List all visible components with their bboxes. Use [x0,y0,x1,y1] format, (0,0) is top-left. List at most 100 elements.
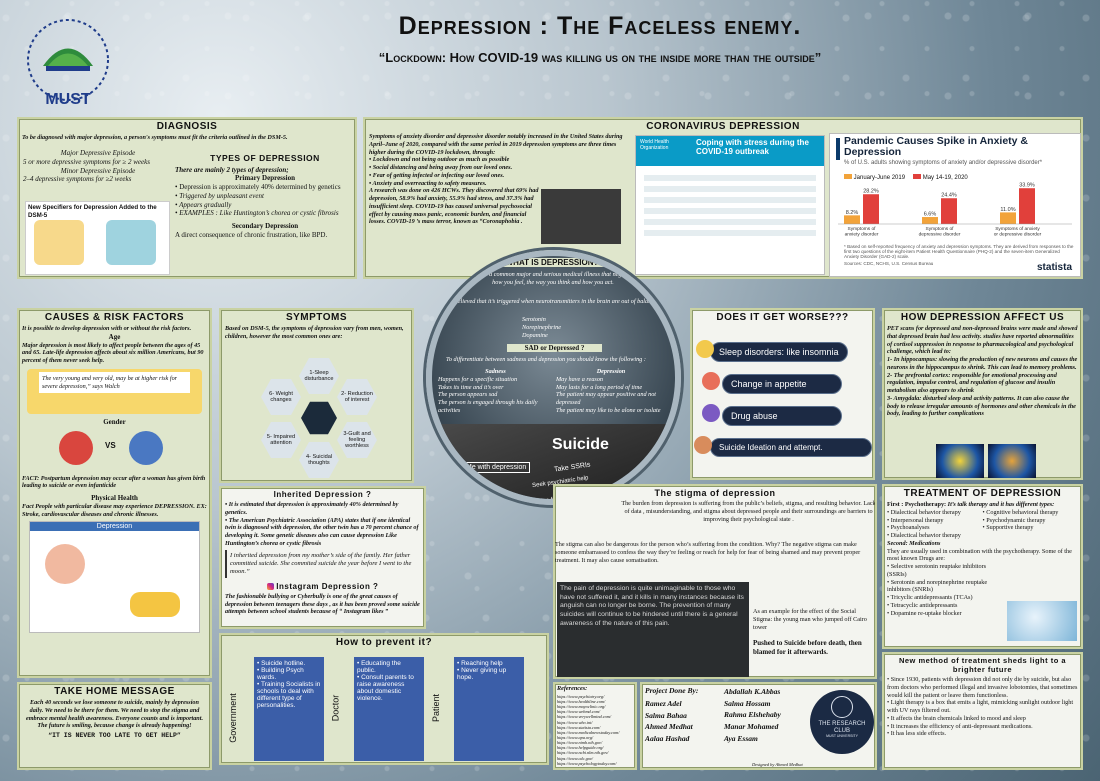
sad-intro: To differentiate between sadness and dep… [446,356,646,363]
takehome-text: Each 40 seconds we lose someone to suici… [25,699,204,730]
primary-item: Triggered by unpleasant event [175,192,355,201]
covid-meme-image [541,189,621,244]
symptoms-panel: SYMPTOMS Based on DSM-5, the symptoms of… [219,308,414,483]
therapy-type: Dialectical behavior therapy [887,509,983,517]
chart-category-label: anxiety disorder [845,232,879,238]
chart-bar [922,217,938,224]
symptom-hex: 1-Sleep disturbance [299,358,339,394]
team-member: Salma Bahaa [645,710,687,720]
sadness-item: The person is engaged through his daily … [438,399,538,414]
instagram-heading: Instagram Depression ? [221,580,424,593]
prevent-col-label: Government [227,693,238,743]
how-affects-item: 1- In hippocampus: slowing the productio… [887,356,1078,371]
reference-item: https://www.statista.com/ [557,724,601,730]
prevent-item: Training Socialists in schools to deal w… [257,681,321,709]
club-name: THE RESEARCH CLUB [818,721,866,734]
chart-footnote: * Based on self-reported frequency of an… [844,244,1074,259]
coronavirus-item: Lockdown and not being outdoor as much a… [369,156,631,164]
coronavirus-text: Symptoms of anxiety disorder and depress… [369,133,623,156]
neuro-item: Dopamine [522,331,548,339]
age-heading: Age [108,332,121,341]
chart-legend: January-June 2019 May 14-19, 2020 [844,174,968,181]
chart-bar [863,194,879,224]
female-head-icon [129,430,163,465]
chart-title: Pandemic Causes Spike in Anxiety & Depre… [844,135,1029,159]
reference-item: https://www.cdc.gov/ [557,755,593,761]
prevent-patient: Patient Reaching help Never giving up ho… [431,653,536,763]
stigma-quote-box: The pain of depression is quite unimagin… [557,582,749,677]
depression-col-title: Depression [596,368,626,375]
drug-item: Serotonin and norepinephrine reuptake in… [887,579,1006,595]
what-is-heading: WHAT IS DEPRESSION? [487,258,617,267]
chart-value-label: 6.6% [924,212,937,218]
reference-item: https://www.healthline.com/ [557,698,606,704]
prevent-col-label: Patient [431,693,442,723]
treatment-second-text: They are usually used in combination wit… [887,547,1072,563]
what-is-text2: • It’s believed that it’s triggered when… [442,298,657,313]
treatment-first-tag: It’s talk therapy and it has different t… [947,501,1055,508]
reference-item: https://www.psychiatry.org/ [557,693,605,699]
causes-heading: CAUSES & RISK FACTORS [44,312,185,323]
instagram-text: The fashionable bullying or Cyberbully i… [225,592,420,616]
chart-category-label: or depressive disorder [994,232,1042,238]
reference-item: https://www.psychologytoday.com/ [557,760,617,766]
treatment-second: Second: Medications [887,539,941,547]
drug-item: Tetracyclic antidepressants [887,602,1006,610]
poster-title: Depression : The Faceless enemy. [398,12,802,40]
chart-category-label: depressive disorder [919,232,961,238]
chart-value-label: 28.2% [863,189,879,195]
worse-item: Sleep disorders: like insomnia [710,342,848,362]
minor-label: Minor Depressive Episode [60,166,136,175]
prevent-item: Suicide hotline. [257,660,321,667]
pills-image [1007,601,1077,641]
prevent-item: Never giving up hope. [457,667,521,681]
reference-item: https://www.helpguide.org/ [557,745,604,751]
symptoms-heading: SYMPTOMS [285,312,348,323]
statista-chart: Pandemic Causes Spike in Anxiety & Depre… [829,133,1081,277]
who-infographic: World Health Organization Coping with st… [635,135,825,275]
prevent-doctor: Doctor Educating the public. Consult par… [330,653,426,763]
chart-bar [941,198,957,224]
sadness-item: The person appears sad [438,391,498,399]
statista-brand: statista [1036,262,1072,273]
coronavirus-heading: CORONAVIRUS DEPRESSION [646,121,800,132]
inherited-item: It is estimated that depression is appro… [225,501,420,517]
new-method-panel: New method of treatment sheds light to a… [882,652,1083,770]
neurotransmitter-list: Serotonin Norepinephrine Dopamine [522,316,602,339]
stigma-example: As an example for the effect of the Soci… [753,608,867,631]
prevent-col-label: Doctor [330,694,341,722]
chart-bar [1000,212,1016,224]
new-method-heading: New method of treatment sheds light to a… [898,656,1067,674]
chart-category-label: Symptoms of anxiety [995,226,1040,232]
dsm5-image-caption: New Specifiers for Depression Added to t… [28,204,157,219]
stairs-label: Take SSRIs [553,461,591,474]
instagram-icon [266,583,274,591]
poster-subtitle: “Lockdown: How COVID-19 was killing us o… [378,50,822,65]
therapy-type: Dialectical behavior therapy [887,532,983,540]
chart-subtitle: % of U.S. adults showing symptoms of anx… [844,160,1043,166]
reference-item: https://www.webmd.com/ [557,709,601,715]
primary-item: Appears gradually [175,201,355,210]
physical-heading: Physical Health [91,494,138,502]
atom-icon [831,696,853,718]
male-head-icon [59,430,93,465]
university-logo: MUST [8,6,128,114]
takehome-slogan: “IT IS NEVER TOO LATE TO GET HELP” [48,732,181,739]
prevent-item: Consult parents to raise awareness about… [357,674,421,702]
types-heading: TYPES OF DEPRESSION [210,153,320,163]
designed-by: Designed by Ahmed Medhat [752,762,803,767]
food-icon [702,372,720,390]
coronavirus-item: Anxiety and overreacting to safety measu… [369,180,631,188]
pill-icon [702,404,720,422]
new-method-item: It has less side effects. [887,730,1078,738]
new-method-item: It affects the brain chemicals linked to… [887,715,1078,723]
neuro-item: Norepinephrine [522,323,561,331]
how-affects-item: 3- Amygdala: disturbed sleep and activit… [887,394,1076,418]
diagnosis-intro: To be diagnosed with major depression, a… [22,134,288,141]
chart-category-label: Symptoms of [848,226,877,232]
gender-fact: FACT: Postpartum depression may occur af… [22,474,206,490]
sadness-column: Sadness Happens for a specific situation… [438,368,553,415]
reference-item: https://www.apa.org/ [557,735,594,740]
depression-item: May lasts for a long period of time [556,383,643,391]
treatment-panel: TREATMENT OF DEPRESSION First : Psychoth… [882,484,1083,649]
